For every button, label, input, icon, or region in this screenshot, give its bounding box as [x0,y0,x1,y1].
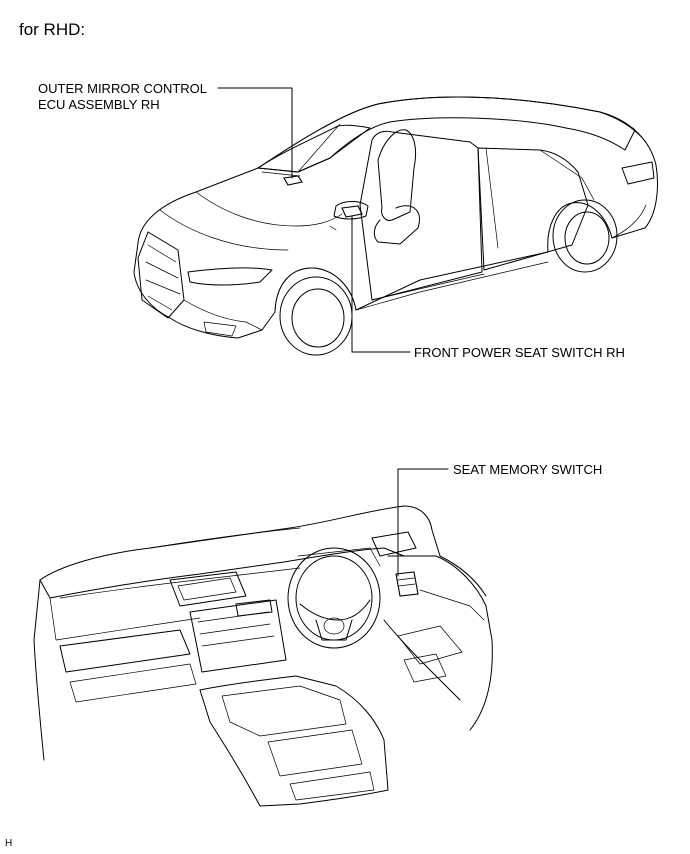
dashboard-center-pod [169,571,247,607]
car-roof [257,96,636,173]
callout-seat-memory-switch: SEAT MEMORY SWITCH [453,462,603,477]
figure-code: H [5,838,13,849]
car-side-mirror [333,201,369,220]
car-front-wheel [274,267,357,356]
callout-front-power-seat-switch: FRONT POWER SEAT SWITCH RH [414,345,625,360]
dashboard-illustration [33,505,493,807]
car-headlamp [187,267,273,286]
leader-seat-memory-switch [397,468,449,577]
front-power-seat-switch-marker [341,205,363,218]
car-body-outline [133,96,658,339]
steering-wheel [287,547,381,649]
dashboard-top-panel [39,505,487,597]
car-rear-door [477,147,589,271]
callout-outer-mirror-ecu-line1: OUTER MIRROR CONTROL [38,81,207,96]
page-heading: for RHD: [19,20,86,39]
callout-outer-mirror-ecu-line2: ECU ASSEMBLY RH [38,97,160,112]
car-driver-seat [377,129,417,221]
car-illustration [133,96,658,356]
car-rear-wheel [552,199,618,273]
outer-mirror-control-ecu-marker [283,175,303,186]
car-grille [137,231,185,319]
dashboard-center-stack [189,599,287,673]
leader-front-power-seat-switch [351,215,411,353]
leader-outer-mirror-ecu [217,87,293,179]
dashboard-right-door-panel [387,555,493,731]
seat-memory-switch-marker [395,571,419,597]
car-front-door-opening [359,130,483,301]
dashboard-center-console [199,675,389,807]
